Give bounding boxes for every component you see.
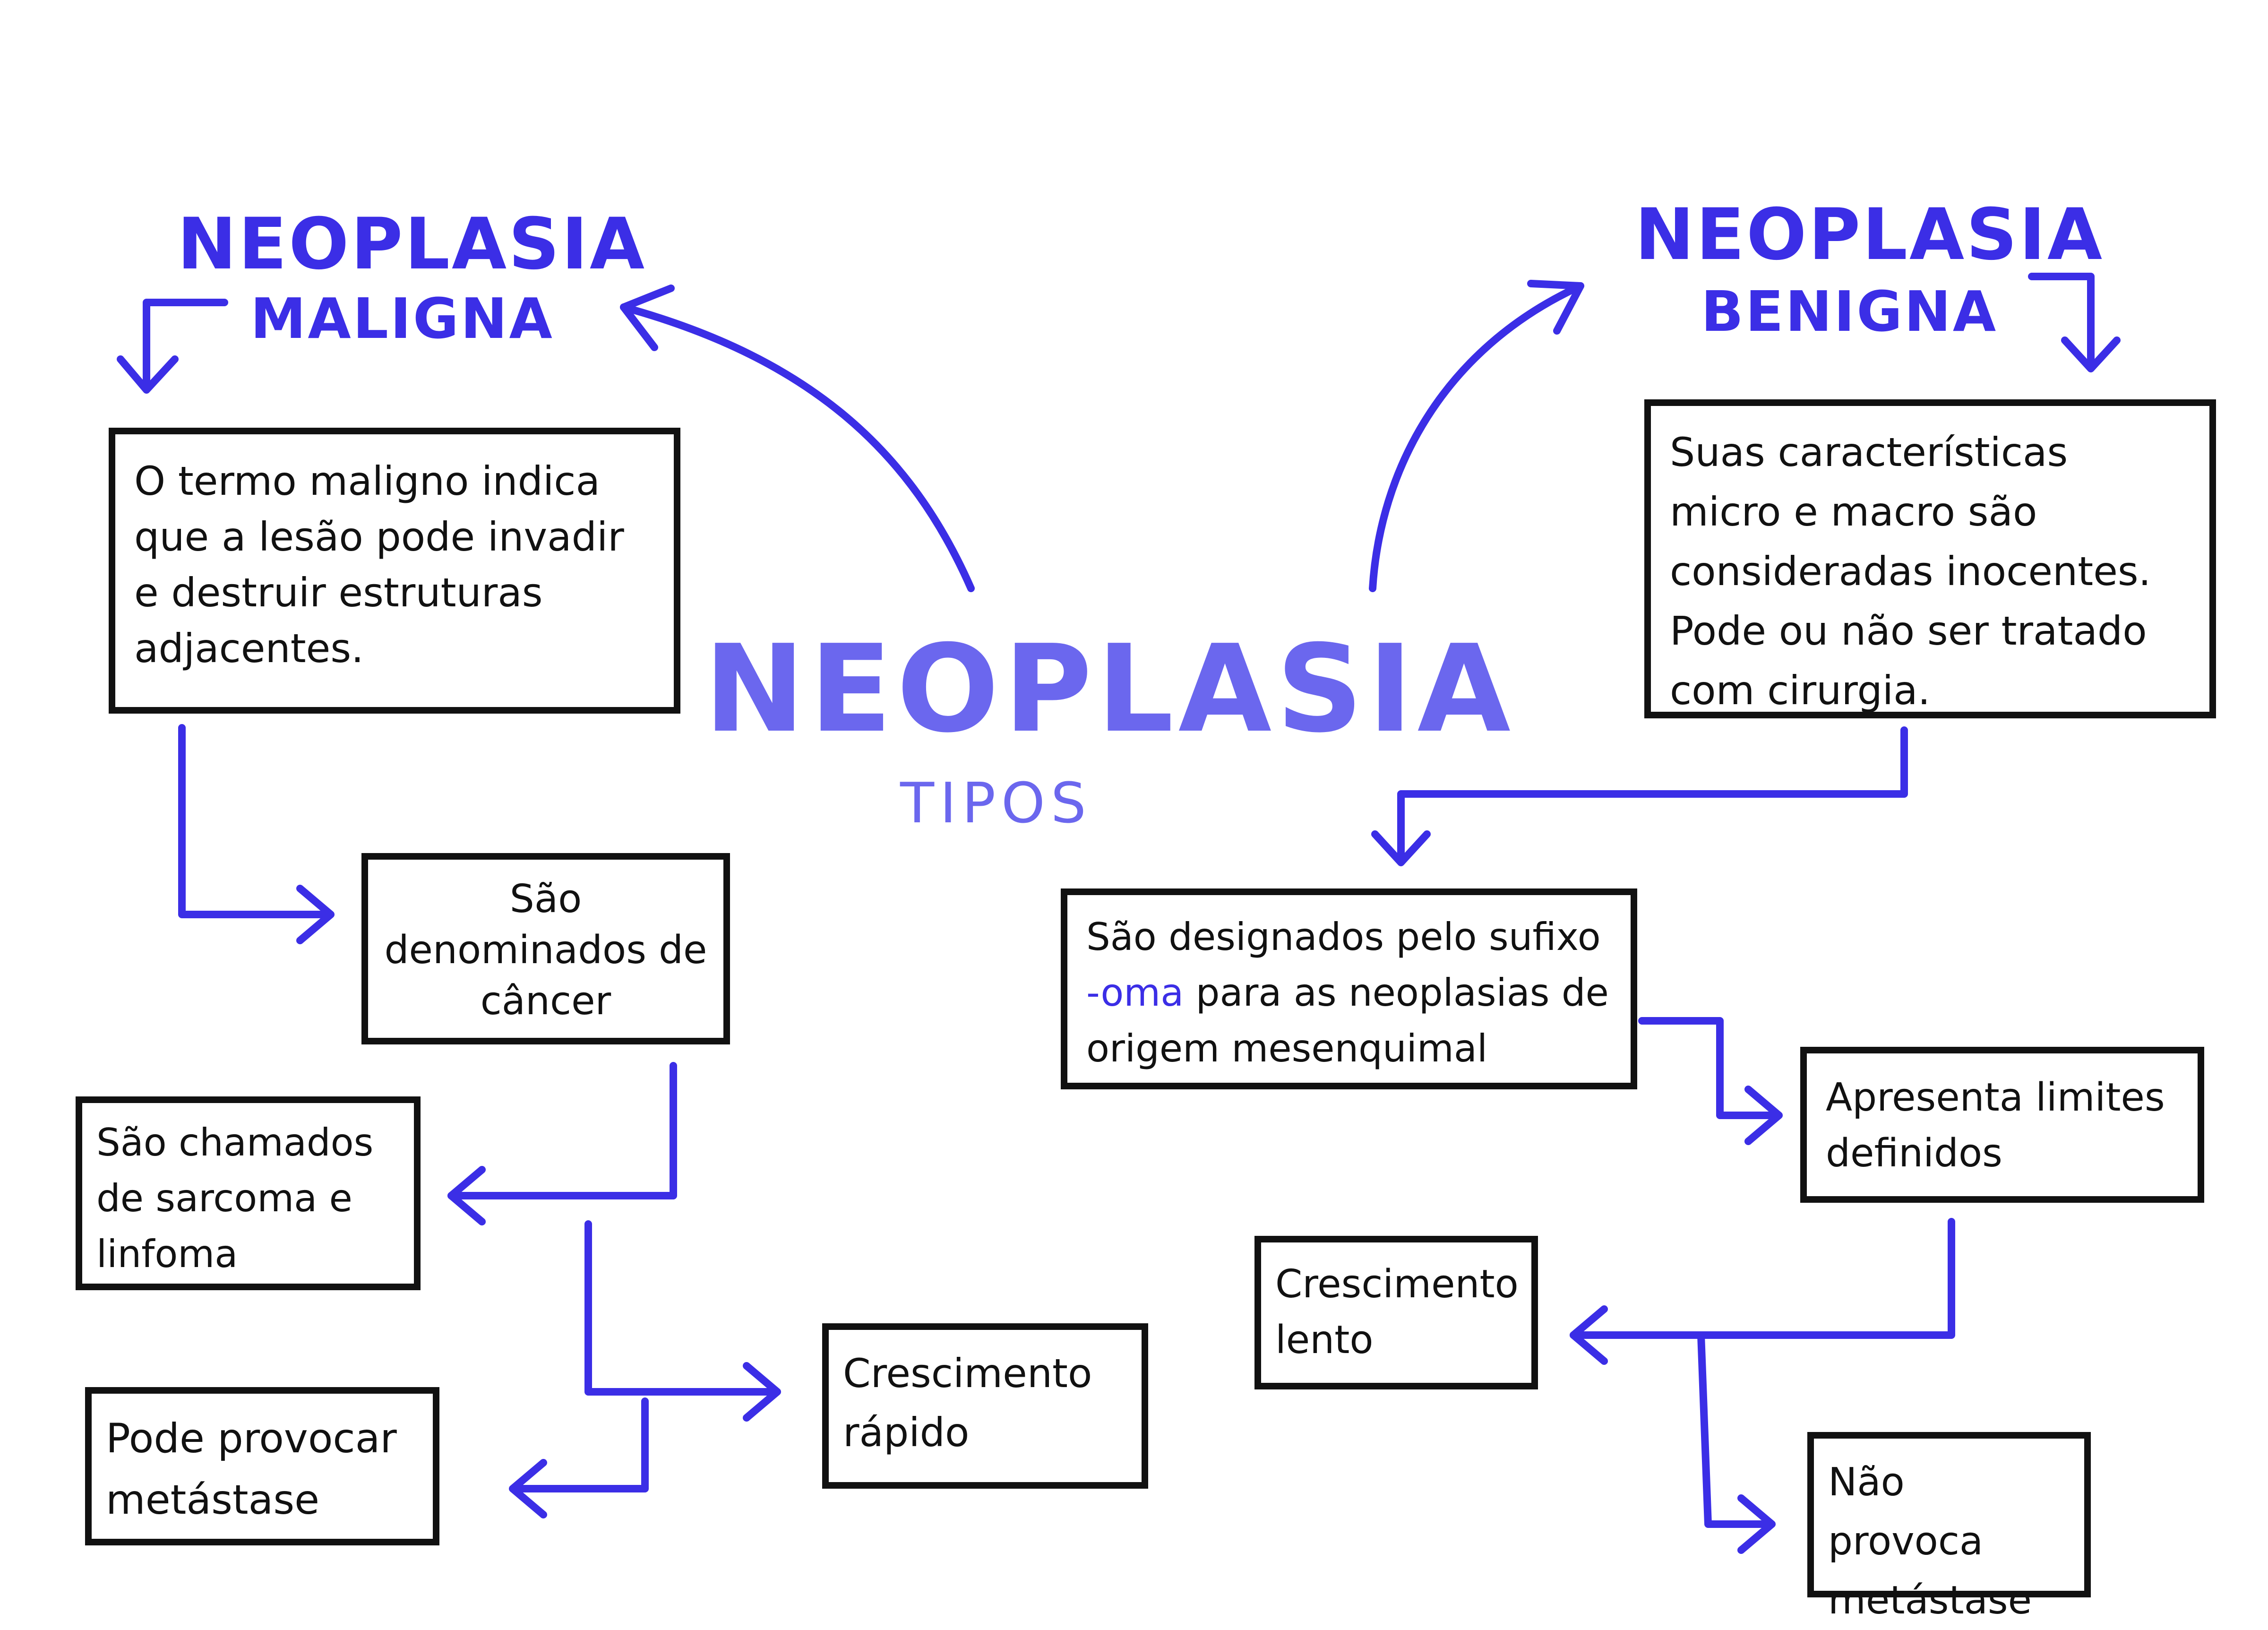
- arrowhead-suffix: [1371, 830, 1431, 866]
- arrow-maligna-heading-down: [143, 299, 228, 391]
- arrowhead-maligna-down: [117, 355, 179, 394]
- maligna-definition-text: O termo maligno indica que a lesão pode …: [134, 458, 624, 672]
- maligna-heading-line1: NEOPLASIA: [177, 203, 647, 285]
- maligna-names-text: São chamados de sarcoma e linfoma: [96, 1121, 374, 1276]
- maligna-denomination-text: São denominados de câncer: [384, 877, 707, 1024]
- maligna-heading-line2: MALIGNA: [250, 286, 554, 351]
- benigna-growth-text: Crescimento lento: [1275, 1262, 1519, 1363]
- arrowhead-no-metastasis: [1737, 1494, 1776, 1554]
- suffix-before: São designados pelo sufixo: [1086, 915, 1601, 959]
- arrowhead-maligna: [620, 285, 675, 351]
- benigna-limits-text: Apresenta limites definidos: [1826, 1075, 2165, 1176]
- benigna-growth-box: Crescimento lento: [1254, 1236, 1538, 1389]
- arrowhead-limits: [1744, 1086, 1783, 1145]
- maligna-growth-box: Crescimento rápido: [822, 1323, 1148, 1489]
- maligna-metastasis-text: Pode provocar metástase: [106, 1415, 397, 1524]
- arrowhead-names: [447, 1166, 486, 1225]
- arrow-denomination-to-names: [447, 1062, 677, 1199]
- arrow-to-fast-growth: [584, 1220, 779, 1396]
- suffix-after: para as neoplasias de origem mesenquimal: [1086, 971, 1609, 1070]
- arrow-benigna-heading-down: [2028, 273, 2095, 370]
- arrow-definition-to-denomination: [178, 724, 332, 918]
- arrow-center-to-benigna: [1369, 282, 1584, 592]
- main-title: NEOPLASIA: [704, 619, 1515, 759]
- benigna-heading-line1: NEOPLASIA: [1635, 194, 2105, 276]
- arrowhead-metastasis: [509, 1459, 547, 1518]
- arrow-limits-split: [1570, 1218, 1955, 1339]
- benigna-definition-box: Suas características micro e macro são c…: [1644, 399, 2216, 718]
- main-subtitle: TIPOS: [900, 770, 1092, 836]
- benigna-heading-line2: BENIGNA: [1701, 279, 1998, 344]
- maligna-definition-box: O termo maligno indica que a lesão pode …: [109, 428, 680, 714]
- maligna-growth-text: Crescimento rápido: [843, 1350, 1092, 1456]
- benigna-definition-text: Suas características micro e macro são c…: [1670, 429, 2151, 714]
- arrow-to-metastasis: [511, 1397, 649, 1492]
- arrow-definition-to-suffix: [1397, 726, 1908, 864]
- arrow-to-no-metastasis: [1697, 1331, 1773, 1528]
- maligna-denomination-box: São denominados de câncer: [361, 853, 730, 1044]
- suffix-oma: -oma: [1086, 971, 1184, 1015]
- arrow-center-to-maligna: [620, 303, 975, 592]
- arrowhead-benigna-down: [2061, 336, 2121, 372]
- arrowhead-fast-growth: [743, 1362, 781, 1422]
- arrow-suffix-to-limits: [1638, 1017, 1780, 1119]
- benigna-suffix-box: São designados pelo sufixo -oma para as …: [1061, 888, 1637, 1089]
- arrowhead-denomination: [296, 885, 335, 944]
- arrowhead-benigna: [1527, 280, 1584, 335]
- benigna-metastasis-box: Não provoca metástase: [1807, 1432, 2091, 1623]
- benigna-limits-box: Apresenta limites definidos: [1800, 1047, 2204, 1203]
- benigna-suffix-text: São designados pelo sufixo -oma para as …: [1086, 909, 1612, 1077]
- maligna-metastasis-box: Pode provocar metástase: [85, 1387, 439, 1545]
- arrowhead-slow-growth: [1570, 1305, 1608, 1365]
- maligna-names-box: São chamados de sarcoma e linfoma: [76, 1096, 421, 1290]
